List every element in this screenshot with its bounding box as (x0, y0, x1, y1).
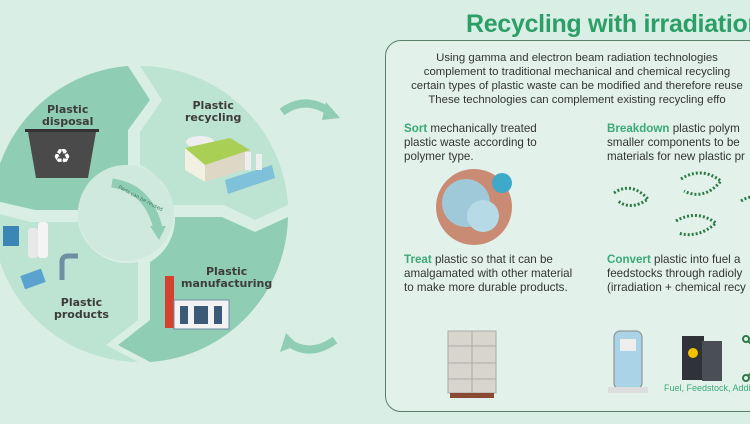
stage-label-line: Plastic (60, 296, 103, 309)
concrete-blocks-icon (447, 330, 497, 398)
step-text: plastic waste according to (404, 136, 537, 149)
curved-arrow-right (279, 99, 333, 116)
step-text: to make more durable products. (404, 281, 568, 294)
intro-text: Using gamma and electron beam radiation … (386, 51, 750, 107)
intro-line: complement to traditional mechanical and… (423, 66, 731, 78)
step-keyword: Treat (404, 253, 432, 266)
stage-label-line: disposal (42, 115, 94, 128)
plastic-products-icon (3, 222, 78, 290)
step-text: materials for new plastic pr (607, 150, 745, 163)
curved-arrow-right-head (322, 102, 340, 120)
step-text: polymer type. (404, 150, 474, 163)
stage-label-line: manufacturing (181, 277, 273, 290)
intro-line: certain types of plastic waste can be mo… (411, 80, 743, 92)
intro-line: Using gamma and electron beam radiation … (436, 52, 718, 64)
step-text: feedstocks through radioly (607, 267, 743, 280)
step-text: (irradiation + chemical recy (607, 281, 746, 294)
step-keyword: Sort (404, 122, 428, 135)
irradiation-panel: Using gamma and electron beam radiation … (385, 40, 750, 412)
convert-caption: Fuel, Feedstock, Additi (664, 383, 750, 393)
inner-arrow-head (150, 226, 166, 240)
bottom-strip (0, 424, 750, 430)
panel-illustrations (436, 169, 750, 398)
step-text: amalgamated with other material (404, 267, 573, 280)
stage-label-line: Plastic (47, 103, 89, 116)
inner-arrow (111, 178, 163, 230)
polymer-chains-icon (613, 171, 750, 237)
step-text: plastic polym (669, 122, 740, 135)
step-keyword: Breakdown (607, 122, 670, 135)
stage-label-line: Plastic (205, 265, 248, 278)
molecule-icon (742, 335, 750, 382)
oil-barrel-icon (682, 336, 722, 381)
step-keyword: Convert (607, 253, 651, 266)
step-text: plastic into fuel a (650, 253, 741, 266)
fuel-pump-icon (608, 330, 648, 393)
step-text: plastic so that it can be (431, 253, 553, 266)
intro-line: These technologies can complement existi… (428, 94, 726, 106)
recycling-plant-icon (185, 136, 275, 194)
step-text: smaller components to be (607, 136, 740, 149)
svg-text:♻: ♻ (53, 144, 71, 168)
page-title: Recycling with irradiation (466, 10, 750, 38)
trash-bin-recycle-icon: ♻ (25, 129, 99, 178)
recycling-cycle-diagram: Parts can be reused ♻ (0, 65, 340, 362)
stage-label-line: products (54, 308, 109, 321)
step-text: mechanically treated (427, 122, 537, 135)
curved-arrow-left-head (280, 333, 298, 352)
segment-manufacturing (118, 217, 288, 362)
plastic-pellets-photo (436, 169, 512, 245)
inner-circle (78, 165, 174, 261)
factory-icon (165, 276, 230, 330)
stage-label-line: Plastic (192, 99, 234, 112)
stage-label-line: recycling (185, 111, 242, 124)
